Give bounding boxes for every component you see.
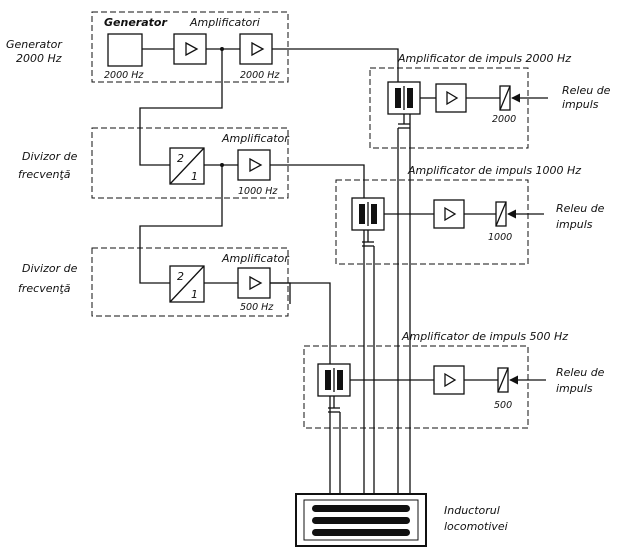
divider1-side-label: Divizor de bbox=[22, 150, 78, 163]
impulse-500-frame bbox=[303, 345, 529, 429]
divider2-side-label: Divizor de bbox=[22, 262, 78, 275]
impulse-1000-title: Amplificator de impuls 1000 Hz bbox=[407, 164, 581, 177]
divider2-ratio-top: 2 bbox=[177, 270, 184, 283]
wire-div1-to-div2 bbox=[139, 165, 223, 284]
divider-block-1: Amplificator 2 1 1000 Hz bbox=[91, 127, 290, 199]
relay-2000-label1: Releu de bbox=[562, 84, 611, 97]
relay-1000-label2: impuls bbox=[556, 218, 593, 231]
wire-500 bbox=[270, 282, 331, 364]
impulse-amp-2000: Amplificator de impuls 2000 Hz 2000 Rele… bbox=[369, 52, 611, 149]
impulse-amp-1000: Amplificator de impuls 1000 Hz 1000 Rele… bbox=[335, 164, 605, 265]
impulse-amp-500: Amplificator de impuls 500 Hz 500 Releu … bbox=[303, 330, 605, 429]
wire-gen-to-div1 bbox=[139, 49, 223, 166]
left-wiring bbox=[139, 49, 290, 284]
impulse-1000-frame bbox=[335, 179, 529, 265]
divider2-amp-freq: 500 Hz bbox=[240, 302, 274, 313]
amplifier-icon bbox=[185, 41, 199, 57]
amplifier-icon bbox=[446, 90, 459, 106]
divider2-side-label2: frecvenţă bbox=[18, 282, 71, 295]
relay-500-label2: impuls bbox=[556, 382, 593, 395]
divider2-amp-box bbox=[237, 267, 271, 299]
transformer-icon bbox=[325, 370, 331, 390]
inductor-coil-icon bbox=[312, 529, 410, 536]
divider1-ratio-top: 2 bbox=[177, 152, 184, 165]
divider2-frame bbox=[91, 247, 289, 317]
amplifier-icon bbox=[249, 157, 263, 173]
transformer-icon bbox=[395, 88, 401, 108]
transformer-icon bbox=[371, 204, 377, 224]
relay-1000-label1: Releu de bbox=[556, 202, 605, 215]
relay-500-value: 500 bbox=[494, 400, 512, 411]
relay-2000-value: 2000 bbox=[492, 114, 516, 125]
generator-side-freq: 2000 Hz bbox=[16, 52, 62, 65]
wire-1000 bbox=[290, 164, 365, 198]
generator-box bbox=[107, 33, 143, 67]
wire-2000 bbox=[272, 48, 399, 82]
trunk-wiring bbox=[270, 48, 411, 500]
divider1-box bbox=[169, 147, 205, 185]
inductor-block: Inductorul locomotivei bbox=[295, 493, 508, 547]
amplifier-box-2 bbox=[239, 33, 273, 65]
impulse-1000-amp bbox=[433, 199, 465, 229]
amplifiers-title: Amplificatori bbox=[189, 16, 260, 29]
divider1-amp-freq: 1000 Hz bbox=[238, 186, 278, 197]
left-labels: Generator 2000 Hz Divizor de frecvenţă D… bbox=[6, 38, 78, 295]
divider2-ratio-bottom: 1 bbox=[191, 288, 198, 301]
impulse-2000-amp bbox=[435, 83, 467, 113]
amplifier-icon bbox=[444, 206, 457, 222]
amplifier-icon bbox=[251, 41, 265, 57]
divider1-amp-box bbox=[237, 149, 271, 181]
relay-2000-label2: impuls bbox=[562, 98, 599, 111]
relay-500-label1: Releu de bbox=[556, 366, 605, 379]
inductor-label1: Inductorul bbox=[444, 504, 500, 517]
transformer-icon bbox=[337, 370, 343, 390]
divider1-side-label2: frecvenţă bbox=[18, 168, 71, 181]
amplifier-freq: 2000 Hz bbox=[240, 70, 280, 81]
junction-dot bbox=[220, 163, 224, 167]
generator-title: Generator bbox=[104, 16, 167, 29]
impulse-2000-title: Amplificator de impuls 2000 Hz bbox=[397, 52, 571, 65]
divider1-frame bbox=[91, 127, 289, 199]
generator-freq: 2000 Hz bbox=[104, 70, 144, 81]
divider-icon bbox=[169, 147, 205, 185]
transformer-icon bbox=[359, 204, 365, 224]
inductor-label2: locomotivei bbox=[444, 520, 508, 533]
transformer-icon bbox=[407, 88, 413, 108]
impulse-2000-frame bbox=[369, 67, 529, 149]
divider1-amp-title: Amplificator bbox=[221, 132, 290, 145]
generator-frame bbox=[91, 11, 289, 83]
divider2-amp-title: Amplificator bbox=[221, 252, 290, 265]
inductor-coil-icon bbox=[312, 505, 410, 512]
relay-1000-value: 1000 bbox=[488, 232, 512, 243]
inductor-coil-icon bbox=[312, 517, 410, 524]
divider-block-2: Amplificator 2 1 500 Hz bbox=[91, 247, 290, 317]
divider-icon bbox=[169, 265, 205, 303]
generator-block: Generator Amplificatori 2000 Hz 2000 Hz bbox=[91, 11, 289, 83]
divider2-box bbox=[169, 265, 205, 303]
divider1-ratio-bottom: 1 bbox=[191, 170, 198, 183]
impulse-500-amp bbox=[433, 365, 465, 395]
amplifier-icon bbox=[444, 372, 457, 388]
impulse-500-title: Amplificator de impuls 500 Hz bbox=[401, 330, 568, 343]
generator-side-label: Generator bbox=[6, 38, 63, 51]
amplifier-icon bbox=[249, 275, 263, 291]
amplifier-box-1 bbox=[173, 33, 207, 65]
